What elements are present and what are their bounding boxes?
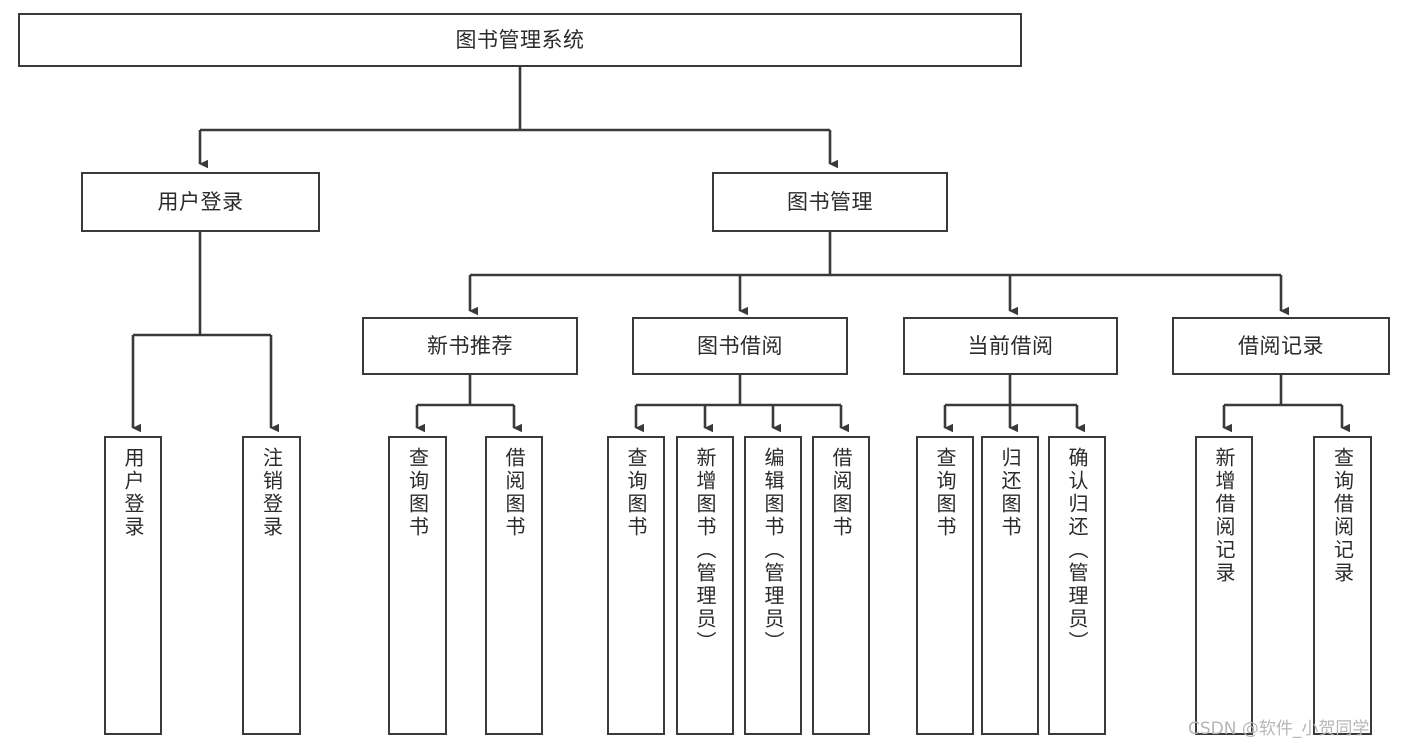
node-user-login[interactable]: 用户登录 [81, 172, 320, 232]
leaf-borrow-add-book-admin-label: 新增图书（管理员） [693, 447, 717, 654]
leaf-current-return-book-label: 归还图书 [998, 447, 1022, 539]
leaf-current-confirm-return-admin[interactable]: 确认归还（管理员） [1048, 436, 1106, 735]
leaf-borrow-edit-book-admin-label: 编辑图书（管理员） [761, 447, 785, 654]
leaf-borrow-borrow-book[interactable]: 借阅图书 [812, 436, 870, 735]
node-borrow-record[interactable]: 借阅记录 [1172, 317, 1390, 375]
leaf-borrow-query-book[interactable]: 查询图书 [607, 436, 665, 735]
node-user-login-label: 用户登录 [157, 189, 244, 214]
leaf-record-add-record-label: 新增借阅记录 [1212, 447, 1236, 585]
node-book-management-label: 图书管理 [787, 189, 873, 214]
leaf-recommend-query-book-label: 查询图书 [405, 447, 430, 539]
node-root[interactable]: 图书管理系统 [18, 13, 1022, 67]
leaf-user-login-signout-label: 注销登录 [259, 447, 284, 539]
node-new-book-recommend-label: 新书推荐 [427, 333, 513, 358]
leaf-record-add-record[interactable]: 新增借阅记录 [1195, 436, 1253, 735]
node-current-borrow[interactable]: 当前借阅 [903, 317, 1118, 375]
leaf-user-login-signout[interactable]: 注销登录 [242, 436, 301, 735]
leaf-current-query-book[interactable]: 查询图书 [916, 436, 974, 735]
leaf-current-confirm-return-admin-label: 确认归还（管理员） [1065, 447, 1089, 654]
leaf-user-login-signin-label: 用户登录 [121, 447, 145, 539]
leaf-borrow-borrow-book-label: 借阅图书 [829, 447, 853, 539]
leaf-borrow-query-book-label: 查询图书 [624, 447, 648, 539]
leaf-recommend-borrow-book-label: 借阅图书 [502, 447, 526, 539]
leaf-borrow-add-book-admin[interactable]: 新增图书（管理员） [676, 436, 734, 735]
csdn-watermark: CSDN @软件_小贺同学 [1188, 719, 1370, 739]
leaf-borrow-edit-book-admin[interactable]: 编辑图书（管理员） [744, 436, 802, 735]
node-book-management[interactable]: 图书管理 [712, 172, 948, 232]
leaf-user-login-signin[interactable]: 用户登录 [104, 436, 162, 735]
node-book-borrow[interactable]: 图书借阅 [632, 317, 848, 375]
leaf-recommend-query-book[interactable]: 查询图书 [388, 436, 447, 735]
node-root-label: 图书管理系统 [455, 27, 585, 52]
node-book-borrow-label: 图书借阅 [697, 333, 783, 358]
leaf-record-query-record[interactable]: 查询借阅记录 [1313, 436, 1372, 735]
leaf-recommend-borrow-book[interactable]: 借阅图书 [485, 436, 543, 735]
leaf-record-query-record-label: 查询借阅记录 [1330, 447, 1355, 585]
leaf-current-return-book[interactable]: 归还图书 [981, 436, 1039, 735]
leaf-current-query-book-label: 查询图书 [933, 447, 957, 539]
node-new-book-recommend[interactable]: 新书推荐 [362, 317, 578, 375]
node-current-borrow-label: 当前借阅 [967, 333, 1054, 358]
node-borrow-record-label: 借阅记录 [1238, 333, 1324, 358]
